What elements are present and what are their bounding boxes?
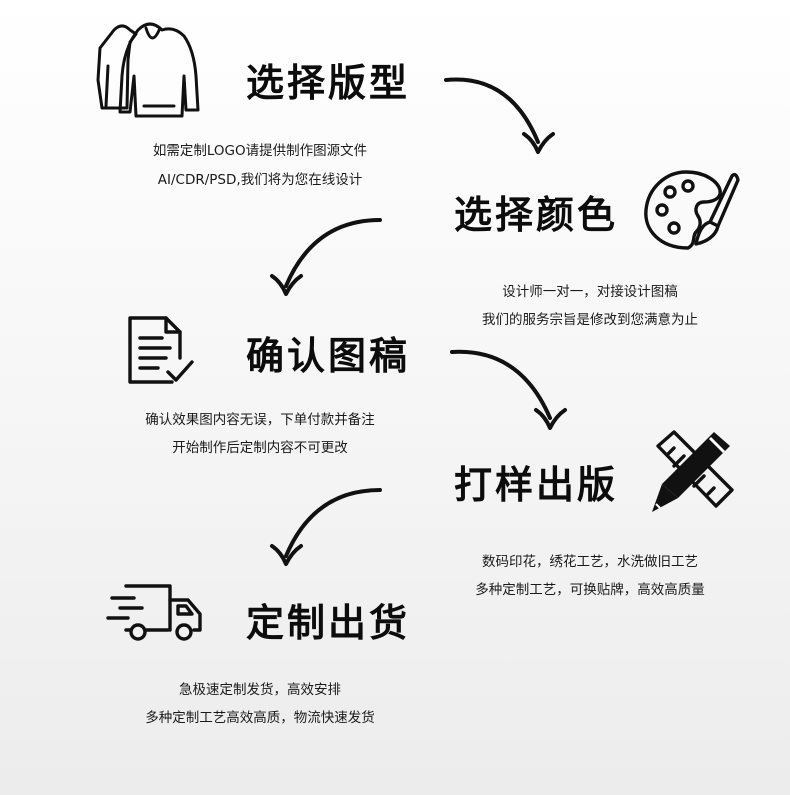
curved-arrow-1 (444, 77, 555, 154)
step-title: 选择版型 (246, 61, 411, 105)
step-title: 打样出版 (454, 463, 619, 507)
step-desc-line-1: 确认效果图内容无误，下单付款并备注 (145, 412, 375, 428)
step-desc-line-2: 我们的服务宗旨是修改到您满意为止 (482, 312, 698, 328)
step-desc-line-1: 数码印花，绣花工艺，水洗做旧工艺 (482, 554, 698, 570)
step-title: 选择颜色 (454, 193, 619, 237)
document-check-icon (128, 316, 194, 384)
step-title: 确认图稿 (246, 334, 411, 378)
palette-icon (644, 170, 740, 250)
step-1: 选择版型 如需定制LOGO请提供制作图源文件 AI/CDR/PSD,我们将为您在… (0, 0, 790, 200)
step-desc-line-2: AI/CDR/PSD,我们将为您在线设计 (157, 172, 363, 188)
step-title: 定制出货 (246, 601, 411, 645)
curved-arrow-4 (270, 488, 382, 566)
step-desc-line-1: 急极速定制发货，高效安排 (179, 682, 341, 698)
step-desc-line-1: 设计师一对一，对接设计图稿 (502, 284, 678, 300)
curved-arrow-2 (270, 218, 382, 296)
step-2: 选择颜色 设计师一对一，对接设计图稿 我们的服务宗旨是修改到您满意为止 (0, 160, 790, 340)
step-5: 定制出货 急极速定制发货，高效安排 多种定制工艺高效高质，物流快速发货 (0, 570, 790, 770)
hoodie-icon (96, 22, 200, 118)
step-4: 打样出版 数码印花，绣花工艺，水洗做旧工艺 多种定制工艺，可换贴牌，高效高质量 (0, 420, 790, 610)
step-desc-line-2: 开始制作后定制内容不可更改 (172, 440, 348, 456)
delivery-truck-icon (106, 584, 202, 641)
curved-arrow-3 (450, 349, 567, 430)
step-3: 确认图稿 确认效果图内容无误，下单付款并备注 开始制作后定制内容不可更改 (0, 310, 790, 470)
step-desc-line-2: 多种定制工艺，可换贴牌，高效高质量 (475, 582, 705, 598)
step-desc-line-1: 如需定制LOGO请提供制作图源文件 (152, 143, 368, 159)
step-desc-line-2: 多种定制工艺高效高质，物流快速发货 (145, 710, 375, 726)
pencil-ruler-icon (652, 430, 734, 512)
